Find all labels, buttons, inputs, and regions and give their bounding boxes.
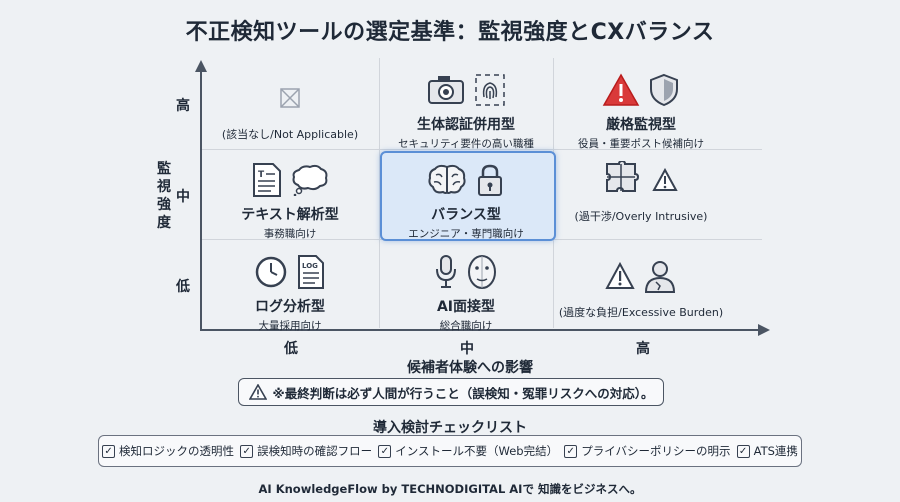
checkbox-checked-icon: ✓ (102, 444, 116, 458)
y-axis-label: 監視強度 (157, 161, 171, 231)
y-tick-low: 低 (176, 279, 190, 295)
y-tick-mid: 中 (176, 189, 190, 205)
document-icon: T (253, 163, 281, 197)
cell-mid-high: (過干渉/Overly Intrusive) (556, 160, 726, 224)
checkbox-checked-icon: ✓ (378, 444, 392, 458)
not-applicable-icon (280, 88, 300, 108)
warning-icon (602, 73, 640, 106)
checklist-item-label: 検知ロジックの透明性 (119, 444, 235, 458)
brain-icon (428, 164, 466, 194)
checkbox-checked-icon: ✓ (564, 444, 578, 458)
x-tick-low: 低 (284, 341, 298, 357)
cell-subtitle: 役員・重要ポスト候補向け (578, 138, 704, 150)
puzzle-icon (606, 161, 640, 192)
grid-line (379, 58, 380, 328)
cell-high-mid: 生体認証併用型 セキュリティ要件の高い職種 (381, 70, 551, 151)
cell-low-mid: AI面接型 総合職向け (381, 252, 551, 333)
cell-low-high: (過度な負担/Excessive Burden) (556, 256, 726, 320)
log-file-icon: LOG (298, 255, 324, 289)
page-title: 不正検知ツールの選定基準：監視強度とCXバランス (185, 20, 715, 45)
checklist-item-label: インストール不要（Web完結） (395, 444, 559, 458)
x-tick-mid: 中 (460, 341, 474, 357)
x-tick-high: 高 (636, 341, 650, 357)
microphone-icon (436, 255, 456, 288)
checklist-item-label: ATS連携 (753, 444, 798, 458)
checklist-item: ✓ ATS連携 (736, 443, 798, 459)
checklist: ✓ 検知ロジックの透明性 ✓ 誤検知時の確認フロー ✓ インストール不要（Web… (98, 435, 802, 467)
cell-title: AI面接型 (436, 299, 496, 315)
y-tick-high: 高 (176, 98, 190, 114)
warning-icon (652, 168, 678, 191)
y-axis-arrow (195, 60, 207, 72)
cell-subtitle: 大量採用向け (258, 320, 322, 332)
cell-high-low: (該当なし/Not Applicable) (205, 78, 375, 142)
y-axis (200, 70, 202, 330)
warning-icon (605, 262, 635, 289)
svg-text:T: T (258, 170, 265, 180)
checkbox-checked-icon: ✓ (240, 444, 254, 458)
fingerprint-icon (475, 74, 505, 106)
cell-subtitle: 総合職向け (439, 320, 493, 332)
shield-icon (650, 73, 678, 107)
x-axis-label: 候補者体験への影響 (407, 360, 533, 376)
checklist-item: ✓ 誤検知時の確認フロー (240, 443, 372, 459)
cell-title: ログ分析型 (255, 299, 325, 315)
cell-subtitle: セキュリティ要件の高い職種 (398, 138, 534, 150)
cell-high-high: 厳格監視型 役員・重要ポスト候補向け (556, 70, 726, 151)
footer-credit: AI KnowledgeFlow by TECHNODIGITAL AIで 知識… (258, 482, 642, 496)
human-judgment-notice: ※最終判断は必ず人間が行うこと（誤検知・冤罪リスクへの対応）。 (238, 378, 664, 406)
cell-title: バランス型 (431, 207, 501, 223)
checklist-item-label: プライバシーポリシーの明示 (581, 444, 731, 458)
cell-subtitle: 事務職向け (263, 228, 317, 240)
cell-mid-mid: バランス型 エンジニア・専門職向け (381, 160, 551, 241)
cell-note: (過度な負担/Excessive Burden) (558, 306, 724, 319)
cell-title: テキスト解析型 (241, 207, 339, 223)
log-file-label: LOG (302, 262, 318, 270)
checkbox-checked-icon: ✓ (736, 444, 750, 458)
cell-title: 厳格監視型 (606, 117, 676, 133)
cell-note: (過干渉/Overly Intrusive) (574, 210, 708, 223)
x-axis-arrow (758, 324, 770, 336)
lock-icon (478, 164, 502, 196)
person-icon (644, 261, 676, 293)
cell-mid-low: T テキスト解析型 事務職向け (205, 160, 375, 241)
clock-icon (255, 256, 287, 288)
cell-subtitle: エンジニア・専門職向け (408, 228, 524, 240)
notice-text: ※最終判断は必ず人間が行うこと（誤検知・冤罪リスクへの対応）。 (272, 385, 654, 401)
face-icon (468, 255, 496, 289)
cell-title: 生体認証併用型 (417, 117, 515, 133)
checklist-title: 導入検討チェックリスト (373, 420, 527, 436)
speech-bubble-icon (292, 164, 328, 196)
checklist-item-label: 誤検知時の確認フロー (257, 444, 373, 458)
balance-highlight (380, 151, 556, 241)
x-axis (200, 329, 760, 331)
warning-icon (248, 384, 267, 400)
grid-line (202, 149, 762, 150)
checklist-item: ✓ プライバシーポリシーの明示 (564, 443, 731, 459)
checklist-item: ✓ インストール不要（Web完結） (378, 443, 558, 459)
camera-icon (428, 76, 464, 104)
cell-low-low: LOG ログ分析型 大量採用向け (205, 252, 375, 333)
checklist-item: ✓ 検知ロジックの透明性 (102, 443, 234, 459)
cell-note: (該当なし/Not Applicable) (221, 128, 359, 141)
